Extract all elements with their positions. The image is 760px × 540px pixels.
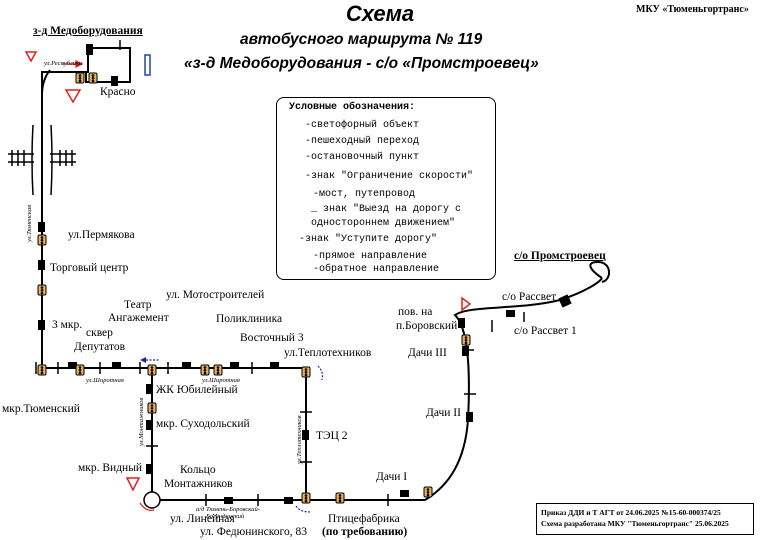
stop-dachi1: Дачи I (376, 471, 408, 483)
forward-direction-icon (62, 60, 155, 511)
stop-teatr-line2: Ангажемент (108, 312, 169, 324)
approval-note-line2: Схема разработана МКУ "Тюменьгортранс" 2… (541, 519, 729, 528)
legend-item-bridge: -мост, путепровод (313, 189, 416, 200)
stop-rassvet1: с/о Рассвет 1 (514, 325, 577, 337)
legend-item-speed-limit: -знак "Ограничение скорости" (305, 171, 474, 182)
stop-borovsky-line2: п.Боровский (396, 320, 458, 332)
stop-permyakova: ул.Пермякова (68, 229, 135, 241)
street-respubliki: ул.Республики (44, 60, 83, 67)
stop-sukhodolsky: мкр. Суходольский (156, 418, 250, 430)
approval-note-line1: Приказ ДДИ и Т АГТ от 24.06.2025 №15-60-… (541, 508, 721, 517)
stop-skver-line1: сквер (86, 327, 113, 339)
legend-item-bus-stop: -остановочный пункт (305, 152, 420, 163)
stop-dachi3: Дачи III (408, 347, 447, 359)
stop-torgovy-centr: Торговый центр (50, 262, 129, 274)
legend-item-forward: -прямое направление (313, 251, 428, 262)
stop-skver-line2: Депутатов (74, 341, 126, 353)
organization-name: МКУ «Тюменьгортранс» (636, 4, 749, 15)
street-shirotnaya-west: ул.Широтная (86, 377, 124, 384)
street-teplotekhnikov: ул.Теплотехников (296, 415, 303, 464)
stop-teplotekhnikov: ул.Теплотехников (284, 347, 372, 359)
stop-tyumensky: мкр.Тюменский (2, 403, 80, 415)
stop-teatr-line1: Театр (124, 299, 152, 311)
stop-koltso-line1: Кольцо (180, 464, 216, 476)
stop-yubileyny: ЖК Юбилейный (156, 384, 238, 396)
stop-fedyuninskogo: ул. Федюнинского, 83 (200, 526, 307, 538)
legend-title: Условные обозначения: (289, 102, 416, 113)
street-tyumenskaya: ул.Тюменская (26, 204, 33, 242)
stop-krosno: Красно (100, 86, 136, 98)
map-title: Схема (345, 1, 415, 26)
street-trakt-line2: Богандинский (206, 513, 245, 520)
legend-item-crossing: -пешеходный переход (305, 136, 420, 147)
stop-on-request-note: (по требованию) (322, 526, 408, 538)
legend-item-traffic-light: -светофорный объект (305, 120, 420, 131)
stop-rassvet: с/о Рассвет (502, 291, 557, 303)
legend-panel: Условные обозначения: -светофорный объек… (276, 97, 496, 280)
terminal-start-label: з-д Медоборудования (33, 25, 143, 37)
one-way-exit-sign-icon (144, 54, 151, 76)
yield-sign-icon (24, 51, 141, 492)
street-montazhnikov: ул.Монтажников (138, 397, 145, 446)
reverse-direction-icon (146, 359, 324, 513)
stop-motostroiteley: ул. Мотостроителей (166, 289, 265, 301)
legend-item-yield: -знак "Уступите дорогу" (299, 234, 438, 245)
ring-koltso-icon (143, 491, 161, 509)
route-line (41, 47, 610, 501)
legend-item-reverse: -обратное направление (313, 264, 440, 275)
stop-dachi2: Дачи II (426, 407, 461, 419)
stop-ptitsefabrika: Птицефабрика (328, 513, 400, 525)
map-subtitle-terminals: «з-д Медоборудования - с/о «Промстроевец… (184, 55, 539, 72)
reverse-direction-arrowhead (140, 357, 146, 363)
bridge-icon (8, 124, 76, 196)
approval-note: Приказ ДДИ и Т АГТ от 24.06.2025 №15-60-… (536, 503, 754, 535)
stop-tec2: ТЭЦ 2 (316, 430, 348, 442)
stop-lineynaya: ул. Линейная (170, 513, 235, 525)
bus-stop-icon (38, 44, 572, 504)
stop-poliklinika: Поликлиника (216, 313, 283, 325)
stop-vostochny: Восточный 3 (240, 332, 304, 344)
yield-sign-icon (461, 296, 472, 312)
terminal-end-label: с/о Промстроевец (514, 250, 606, 262)
map-subtitle-route: автобусного маршрута № 119 (240, 31, 483, 48)
street-trakt-line1: а/д Тюмень-Боровский- (196, 506, 260, 513)
pedestrian-crossing-icon (35, 40, 525, 506)
legend-item-one-way: _ знак "Выезд на дорогу с (311, 204, 462, 215)
street-shirotnaya-east: ул.Широтная (202, 377, 240, 384)
stop-borovsky-line1: пов. на (398, 306, 433, 318)
stop-vidny: мкр. Видный (78, 462, 143, 474)
legend-item-one-way-cont: одностороннем движением" (311, 218, 456, 229)
stop-koltso-line2: Монтажников (164, 478, 233, 490)
stop-3-mkr: 3 мкр. (52, 319, 83, 331)
